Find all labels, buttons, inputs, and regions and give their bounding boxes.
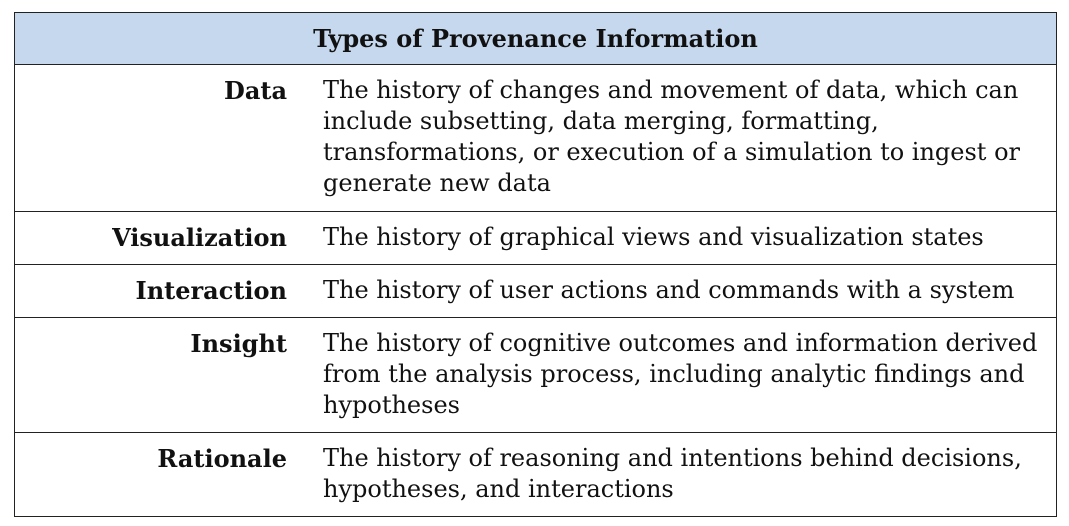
row-term-interaction: Interaction (135, 276, 288, 305)
row-term-rationale: Rationale (157, 444, 287, 473)
row-definition-visualization: The history of graphical views and visua… (323, 223, 984, 251)
table-row: Visualization The history of graphical v… (15, 212, 1056, 265)
table-title: Types of Provenance Information (15, 13, 1056, 65)
row-definition-insight: The history of cognitive outcomes and in… (323, 329, 1038, 419)
table-row: Interaction The history of user actions … (15, 265, 1056, 318)
row-term-visualization: Visualization (112, 223, 287, 252)
row-term-insight: Insight (190, 329, 287, 358)
row-definition-data: The history of changes and movement of d… (323, 76, 1020, 197)
row-term-data: Data (224, 76, 287, 105)
row-definition-interaction: The history of user actions and commands… (323, 276, 1015, 304)
row-definition-rationale: The history of reasoning and intentions … (323, 444, 1022, 503)
table-row: Insight The history of cognitive outcome… (15, 318, 1056, 433)
provenance-types-table: Types of Provenance Information Data The… (14, 12, 1057, 517)
table-row: Rationale The history of reasoning and i… (15, 433, 1056, 515)
table-row: Data The history of changes and movement… (15, 65, 1056, 212)
